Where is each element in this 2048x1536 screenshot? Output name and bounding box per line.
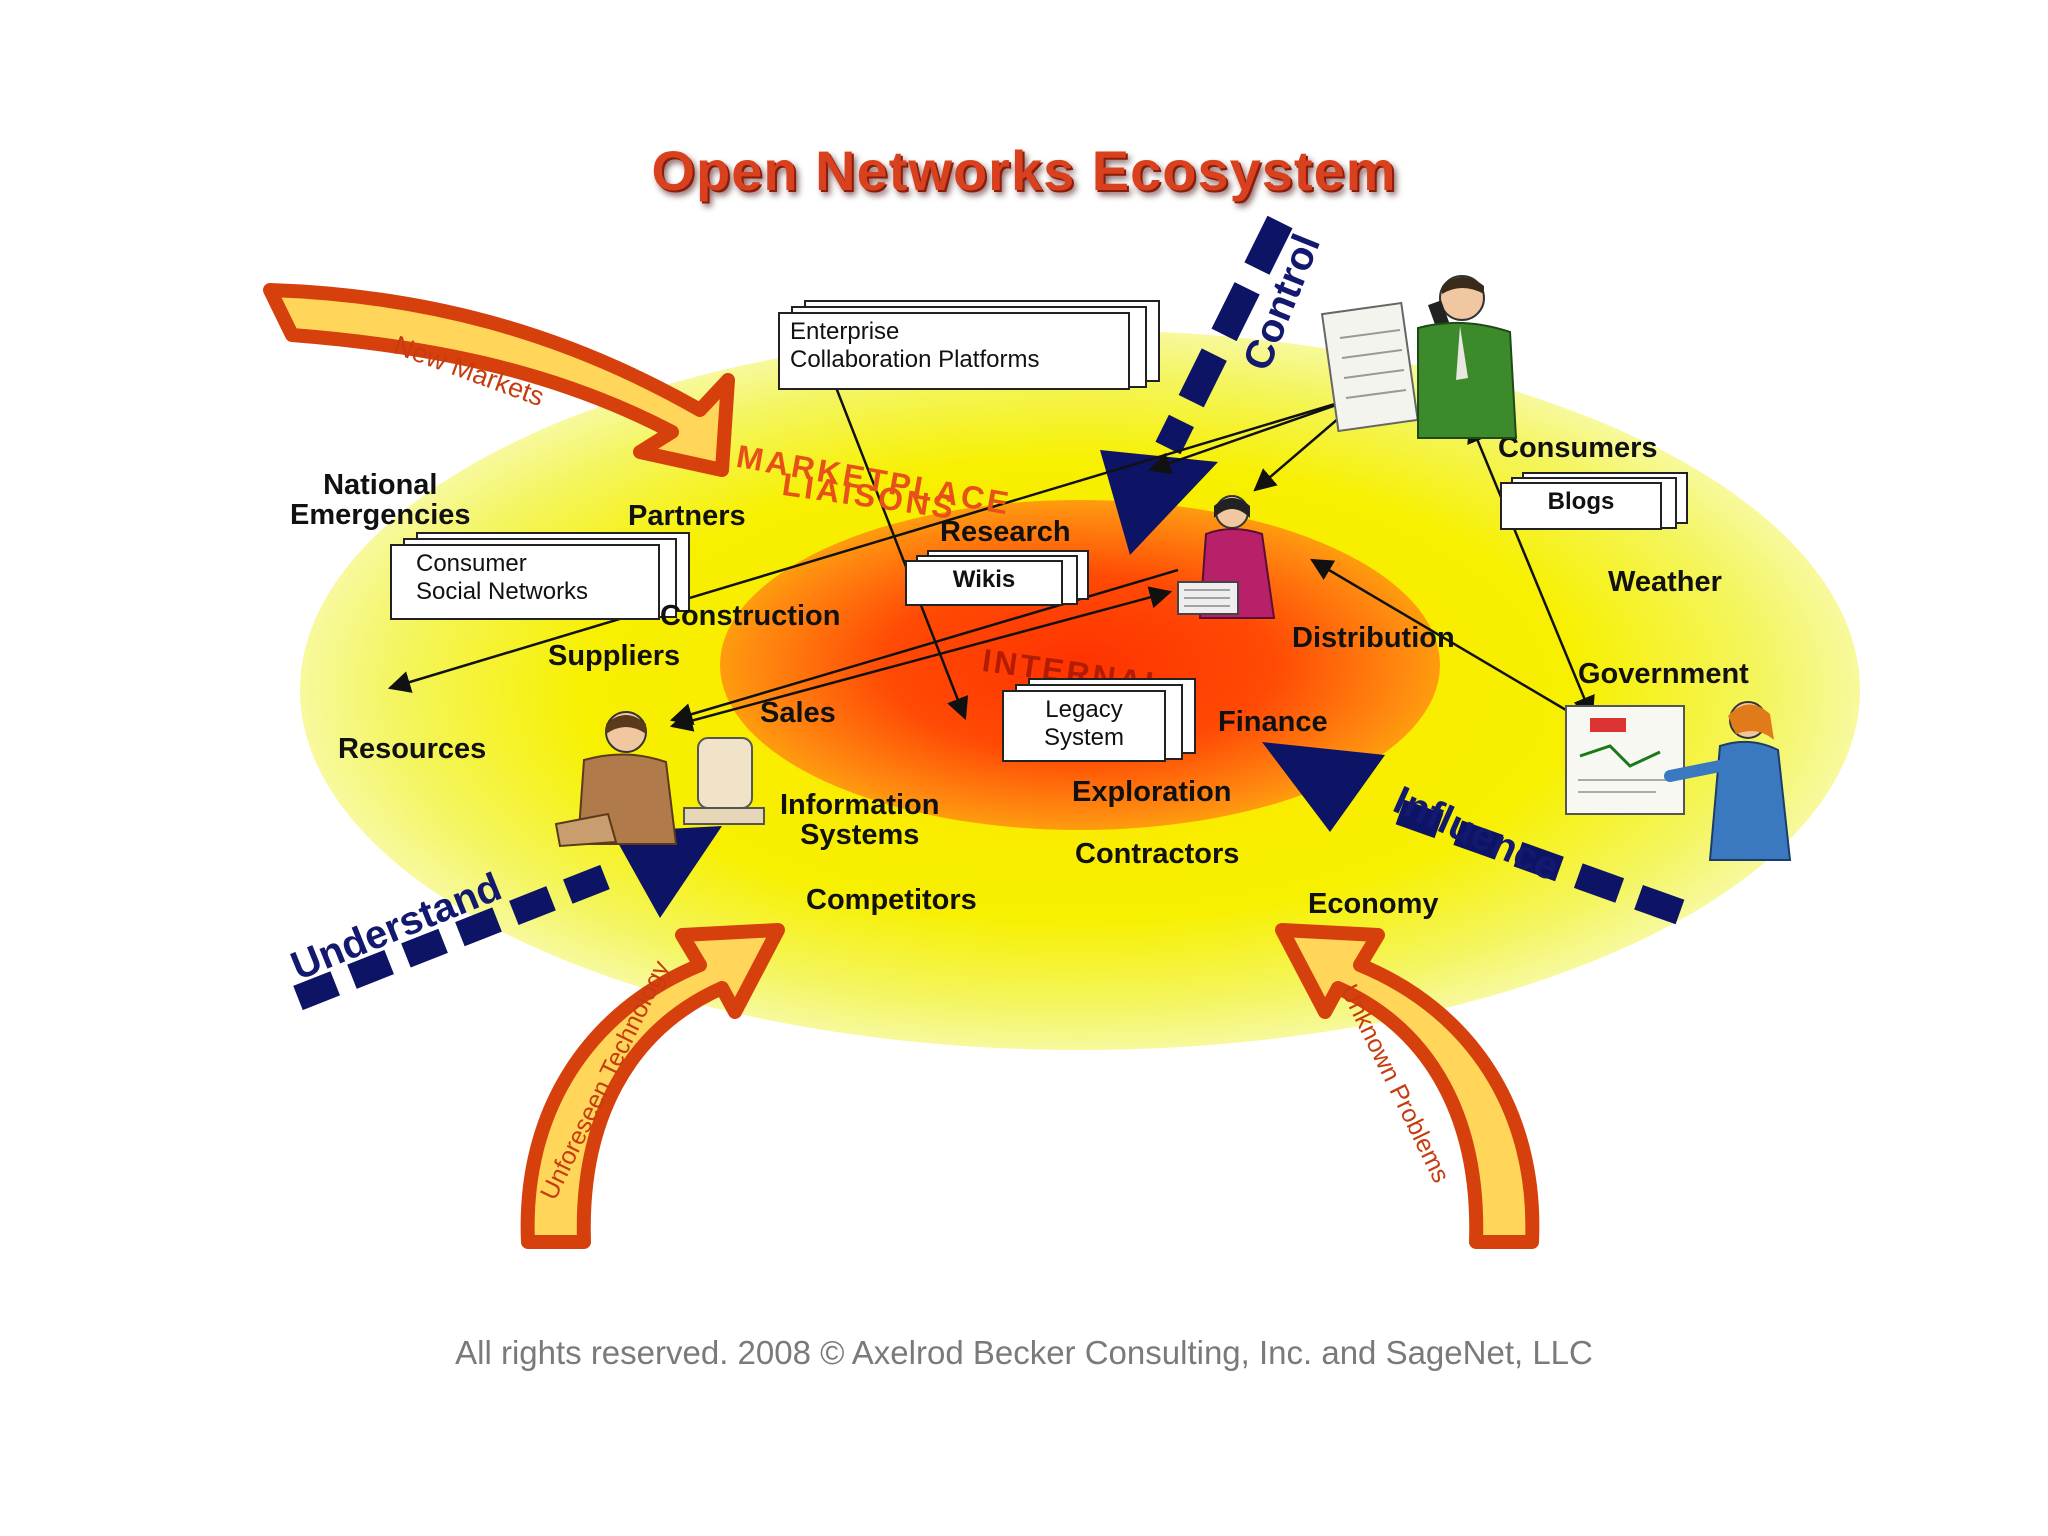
consumer-doc-line1: Consumer (416, 550, 527, 577)
weather-label: Weather (1608, 566, 1722, 598)
exploration-label: Exploration (1072, 776, 1232, 808)
control-arrow (1100, 215, 1293, 555)
consumers-label: Consumers (1498, 432, 1658, 464)
phone-businessman-icon (1320, 275, 1518, 439)
legacy-doc-line2: System (1043, 724, 1124, 751)
contractors-label: Contractors (1075, 838, 1240, 870)
legacy-system-doc: Legacy System (1002, 678, 1196, 766)
legacy-doc-line1: Legacy (1045, 696, 1123, 723)
wikis-doc: Wikis (905, 550, 1089, 612)
enterprise-doc-line1: Enterprise (790, 318, 900, 345)
understand-arrow (293, 826, 722, 1011)
national-emergencies-label: National Emergencies (290, 470, 471, 530)
partners-label: Partners (628, 500, 746, 532)
relationship-arrows (387, 371, 1595, 732)
diagram-title: Open Networks Ecosystem (651, 139, 1397, 202)
enterprise-collaboration-doc: Enterprise Collaboration Platforms (778, 300, 1160, 392)
office-worker-icon (554, 711, 765, 848)
presenter-woman-icon (1565, 701, 1792, 861)
unforeseen-technology-arrow (520, 923, 785, 1249)
copyright-text: All rights reserved. 2008 © Axelrod Beck… (455, 1334, 1593, 1371)
research-label: Research (940, 516, 1071, 548)
influence-arrow (1262, 742, 1685, 925)
information-systems-label: Information Systems (780, 790, 940, 850)
blogs-doc: Blogs (1500, 472, 1688, 538)
resources-label: Resources (338, 733, 487, 765)
consumer-social-networks-doc: Consumer Social Networks (390, 532, 690, 622)
economy-label: Economy (1308, 888, 1439, 920)
finance-label: Finance (1218, 706, 1328, 738)
systems-label: Systems (800, 819, 920, 851)
national-label: National (323, 469, 438, 501)
wikis-doc-label: Wikis (905, 560, 1063, 606)
blogs-doc-label: Blogs (1500, 482, 1662, 530)
suppliers-label: Suppliers (548, 640, 681, 672)
distribution-label: Distribution (1292, 622, 1455, 654)
manager-woman-icon (1177, 495, 1276, 619)
new-markets-arrow (263, 283, 735, 477)
consumer-doc-line2: Social Networks (416, 578, 589, 605)
unknown-problems-arrow (1275, 923, 1540, 1249)
enterprise-doc-line2: Collaboration Platforms (790, 346, 1040, 373)
construction-label: Construction (660, 600, 841, 632)
government-label: Government (1578, 658, 1749, 690)
competitors-label: Competitors (806, 884, 977, 916)
emergencies-label: Emergencies (290, 499, 471, 531)
information-label: Information (780, 789, 940, 821)
sales-label: Sales (760, 697, 836, 729)
